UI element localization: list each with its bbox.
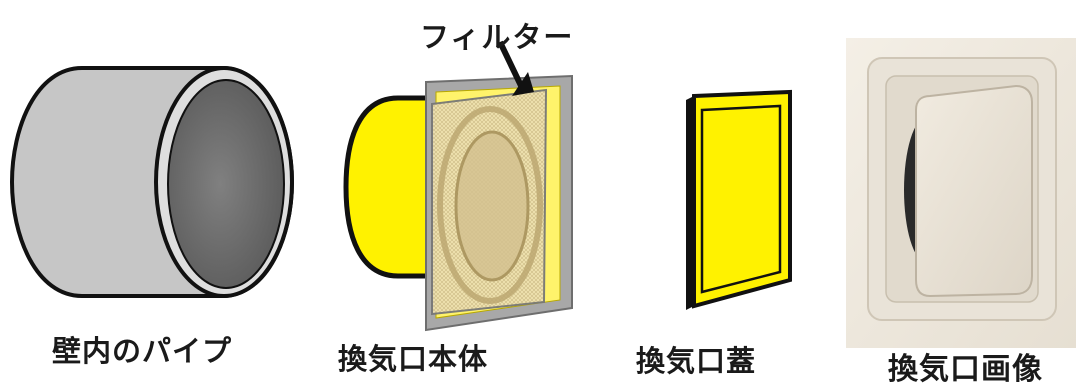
filter-ring-inner <box>454 130 530 282</box>
lid-face <box>692 89 792 309</box>
filter-arrow <box>497 40 534 96</box>
caption-wall-pipe: 壁内のパイプ <box>52 334 233 368</box>
vent-photo <box>846 38 1076 348</box>
photo-cover <box>915 84 1033 298</box>
wall-pipe <box>9 66 295 298</box>
pipe-opening <box>167 79 285 289</box>
vent-lid-illustration <box>686 89 792 310</box>
lid-inner-border <box>700 104 782 294</box>
filter-ring-outer <box>437 106 543 304</box>
caption-vent-lid: 換気口蓋 <box>636 344 757 378</box>
caption-vent-body: 換気口本体 <box>338 342 489 376</box>
vent-body-illustration <box>343 74 573 332</box>
caption-vent-photo: 換気口画像 <box>888 352 1043 387</box>
filter-label: フィルター <box>420 20 575 54</box>
